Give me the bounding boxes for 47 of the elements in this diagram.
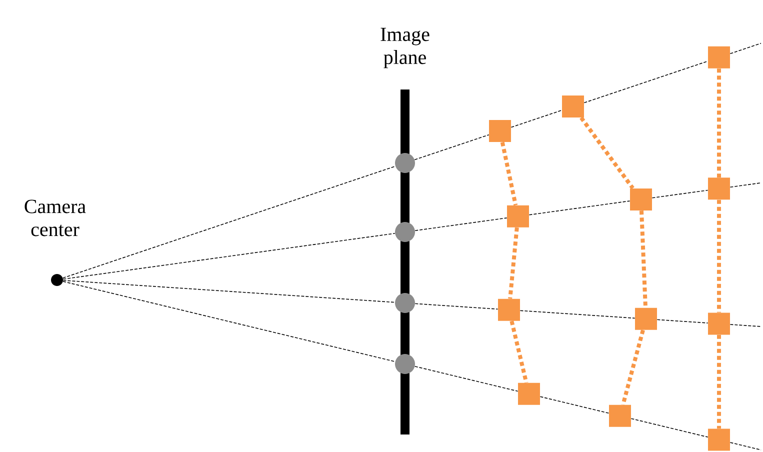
point-square [708, 46, 730, 68]
point-square [708, 428, 730, 451]
dotted-curve [508, 227, 519, 299]
ray-line [520, 310, 636, 319]
dotted-curve [580, 116, 634, 190]
ray-line [584, 60, 708, 104]
dotted-curve [639, 210, 648, 308]
point-square [562, 96, 584, 118]
ray-line [62, 281, 396, 362]
heading: Image plane [380, 28, 430, 68]
point-square [498, 298, 520, 321]
ray-line [730, 442, 762, 450]
ray-line [510, 110, 562, 128]
ray-line [630, 418, 708, 438]
point-square [609, 404, 631, 427]
point-dot [395, 293, 415, 313]
ray-line [414, 366, 518, 392]
ray-line [528, 200, 630, 216]
ray-line [540, 396, 610, 414]
ray-line [414, 303, 498, 310]
node-caption: Camera center [24, 200, 86, 236]
point-square [507, 205, 529, 228]
ray-line [414, 134, 490, 160]
ray-line [62, 232, 396, 280]
ray-line [62, 166, 396, 278]
point-square [708, 178, 730, 200]
point-dot [395, 153, 415, 173]
ray-line [730, 42, 762, 54]
ray-line [62, 280, 396, 303]
ray-line [414, 218, 508, 231]
ray-line [656, 319, 708, 324]
dotted-curve [717, 200, 721, 313]
ray-line [730, 182, 762, 188]
point-square [630, 188, 652, 210]
point-square [518, 382, 540, 405]
point-dot [395, 222, 415, 242]
dotted-curve [717, 334, 721, 429]
point-dot [395, 354, 415, 374]
ray-line [652, 190, 708, 198]
ray-line [730, 324, 762, 327]
dotted-curve [621, 330, 645, 406]
dotted-curve [510, 320, 528, 384]
point-square [489, 120, 511, 142]
dotted-curve [500, 142, 518, 206]
point-square [635, 308, 657, 330]
point-square [708, 312, 730, 335]
dotted-curve [717, 68, 721, 178]
